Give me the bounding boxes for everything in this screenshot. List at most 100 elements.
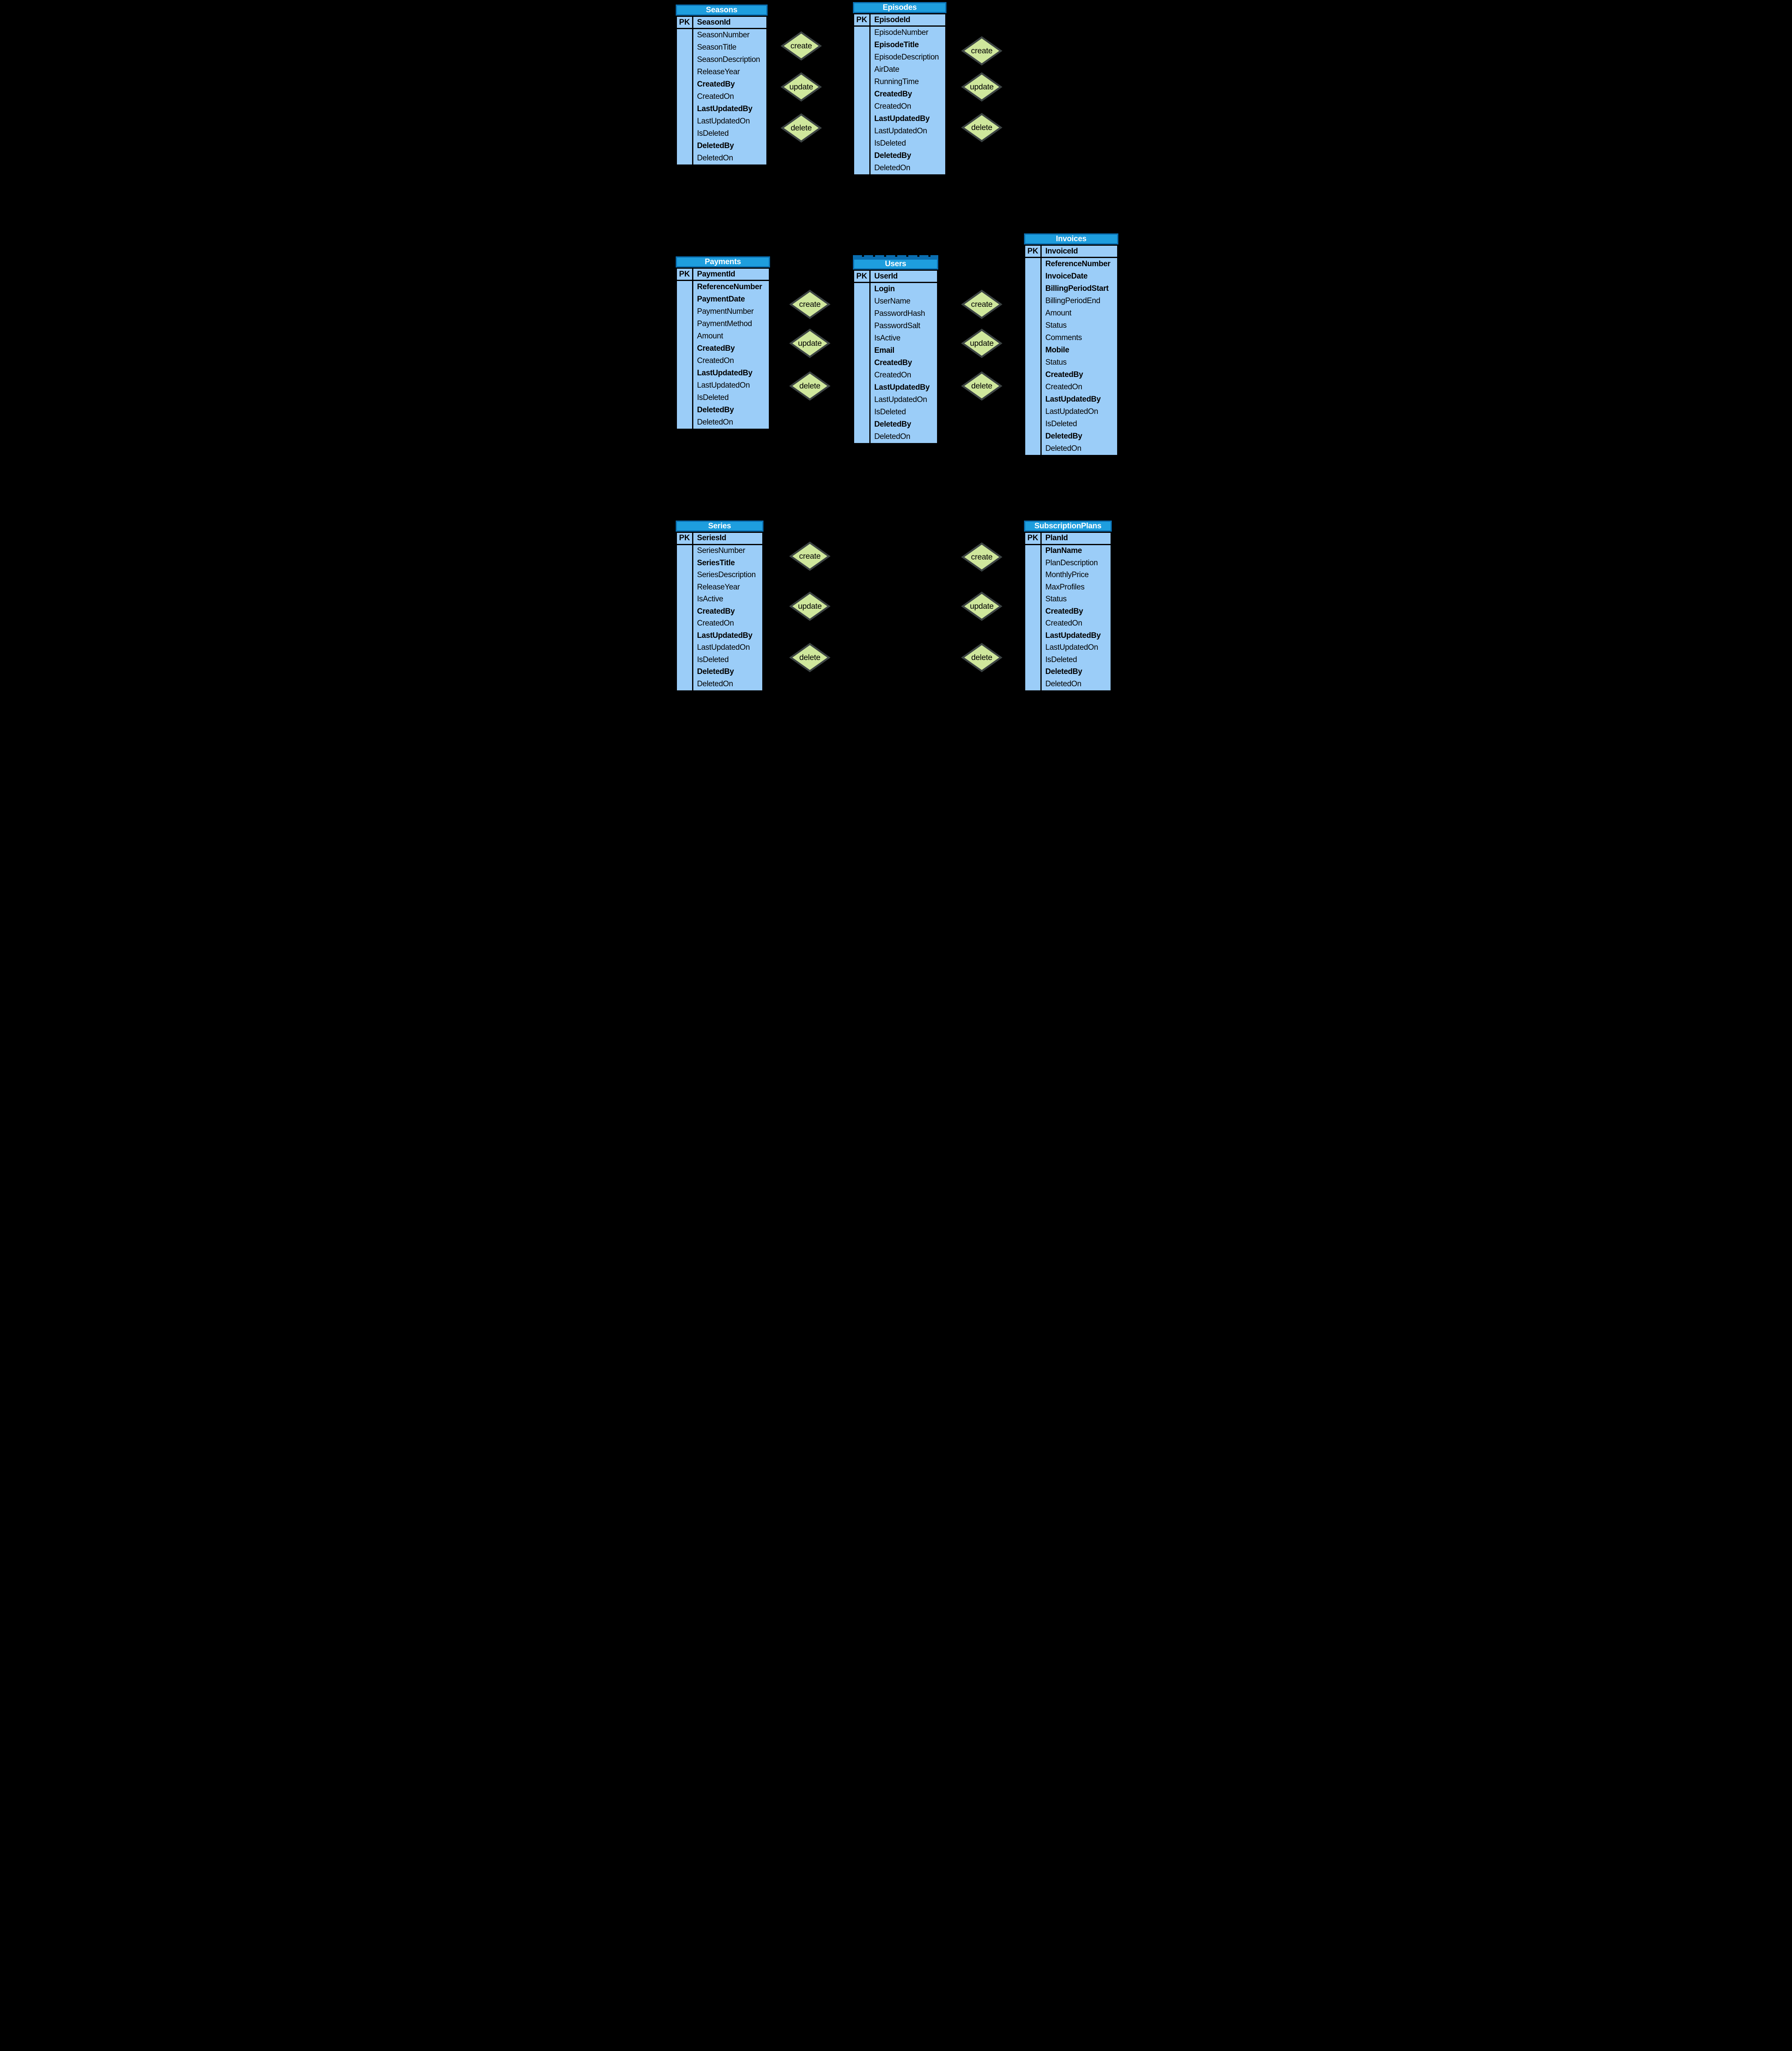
field-name: LastUpdatedBy <box>1045 631 1101 640</box>
pk-spacer <box>677 140 693 152</box>
field-name: DeletedOn <box>697 154 733 162</box>
table-payments: Payments PK PaymentId ReferenceNumber Pa… <box>676 256 770 430</box>
field-name: PasswordSalt <box>874 322 920 330</box>
pk-badge: PK <box>1025 246 1042 257</box>
pk-spacer <box>854 162 871 174</box>
pk-spacer <box>1025 270 1042 283</box>
table-title: Episodes <box>853 2 946 13</box>
pk-spacer <box>677 355 693 367</box>
field-name: AirDate <box>874 65 899 74</box>
field-name: EpisodeTitle <box>874 41 919 49</box>
field-row: CreatedBy <box>1025 605 1111 618</box>
pk-spacer <box>1025 678 1042 690</box>
field-row: SeriesNumber <box>677 545 762 557</box>
table-body: PK UserId Login UserName PasswordHash Pa… <box>853 270 938 444</box>
pk-spacer <box>677 281 693 293</box>
field-row: ReferenceNumber <box>677 281 769 293</box>
field-row: LastUpdatedOn <box>677 642 762 654</box>
field-row: ReferenceNumber <box>1025 258 1117 270</box>
pk-spacer <box>677 152 693 164</box>
field-row: MaxProfiles <box>1025 581 1111 594</box>
field-row: CreatedOn <box>1025 617 1111 630</box>
pk-spacer <box>854 88 871 100</box>
pk-spacer <box>1025 320 1042 332</box>
field-row: DeletedBy <box>677 140 766 152</box>
pk-spacer <box>854 283 871 295</box>
crud-label: create <box>799 299 821 309</box>
crud-create-diamond: create <box>789 290 831 319</box>
field-row: DeletedOn <box>677 152 766 164</box>
field-name: UserName <box>874 297 910 306</box>
pk-spacer <box>677 128 693 140</box>
crud-update-diamond: update <box>789 329 831 358</box>
table-title: SubscriptionPlans <box>1024 521 1112 532</box>
pk-row: PK PaymentId <box>677 269 769 281</box>
table-seasons: Seasons PK SeasonId SeasonNumber SeasonT… <box>676 5 768 166</box>
field-row: EpisodeDescription <box>854 51 945 64</box>
field-name: EpisodeDescription <box>874 53 939 62</box>
pk-spacer <box>1025 283 1042 295</box>
field-row: IsActive <box>854 332 937 345</box>
field-row: CreatedBy <box>677 78 766 91</box>
field-name: IsDeleted <box>874 139 906 148</box>
pk-spacer <box>1025 406 1042 418</box>
field-row: EpisodeTitle <box>854 39 945 51</box>
field-row: DeletedOn <box>677 416 769 429</box>
pk-spacer <box>1025 569 1042 581</box>
field-name: CreatedBy <box>1045 607 1083 616</box>
field-row: DeletedBy <box>677 404 769 416</box>
table-episodes: Episodes PK EpisodeId EpisodeNumber Epis… <box>853 2 946 176</box>
field-row: IsDeleted <box>854 137 945 150</box>
field-row: CreatedBy <box>677 605 762 618</box>
diamond-icon <box>789 329 831 358</box>
crud-label: update <box>970 338 994 348</box>
pk-row: PK SeasonId <box>677 17 766 29</box>
table-title: Series <box>676 521 763 532</box>
pk-spacer <box>1025 642 1042 654</box>
crud-label: delete <box>971 653 992 662</box>
field-row: BillingPeriodEnd <box>1025 295 1117 307</box>
crud-label: create <box>790 41 812 50</box>
field-row: DeletedBy <box>854 150 945 162</box>
primary-key-field: PlanId <box>1045 534 1068 543</box>
pk-spacer <box>677 416 693 429</box>
primary-key-field: InvoiceId <box>1045 247 1078 256</box>
field-row: SeasonDescription <box>677 54 766 66</box>
field-name: IsDeleted <box>697 393 729 402</box>
field-row: IsActive <box>677 593 762 605</box>
crud-label: update <box>970 601 994 611</box>
field-row: ReleaseYear <box>677 66 766 78</box>
pk-spacer <box>854 418 871 431</box>
primary-key-field: EpisodeId <box>874 15 910 24</box>
field-row: Login <box>854 283 937 295</box>
pk-badge: PK <box>1025 533 1042 544</box>
field-name: SeasonDescription <box>697 55 760 64</box>
crud-label: create <box>799 551 821 561</box>
field-name: Status <box>1045 358 1067 367</box>
table-title: Payments <box>676 256 770 267</box>
pk-spacer <box>677 306 693 318</box>
field-name: DeletedBy <box>697 667 734 676</box>
field-rows: ReferenceNumber InvoiceDate BillingPerio… <box>1025 258 1117 455</box>
field-name: DeletedOn <box>1045 444 1081 453</box>
pk-row: PK PlanId <box>1025 533 1111 545</box>
diamond-icon <box>780 72 822 102</box>
pk-row: PK InvoiceId <box>1025 246 1117 258</box>
field-row: CreatedBy <box>854 88 945 100</box>
pk-spacer <box>677 581 693 594</box>
pk-spacer <box>1025 617 1042 630</box>
field-row: LastUpdatedBy <box>677 367 769 379</box>
field-name: SeriesNumber <box>697 546 745 555</box>
pk-spacer <box>854 431 871 443</box>
field-row: EpisodeNumber <box>854 27 945 39</box>
field-name: IsDeleted <box>697 129 729 138</box>
field-row: IsDeleted <box>854 406 937 418</box>
diamond-icon <box>780 113 822 143</box>
pk-spacer <box>854 137 871 150</box>
field-name: CreatedOn <box>1045 383 1082 391</box>
pk-spacer <box>677 318 693 330</box>
field-row: Status <box>1025 593 1111 605</box>
diamond-icon <box>961 290 1003 319</box>
field-row: LastUpdatedBy <box>1025 630 1111 642</box>
pk-spacer <box>677 392 693 404</box>
